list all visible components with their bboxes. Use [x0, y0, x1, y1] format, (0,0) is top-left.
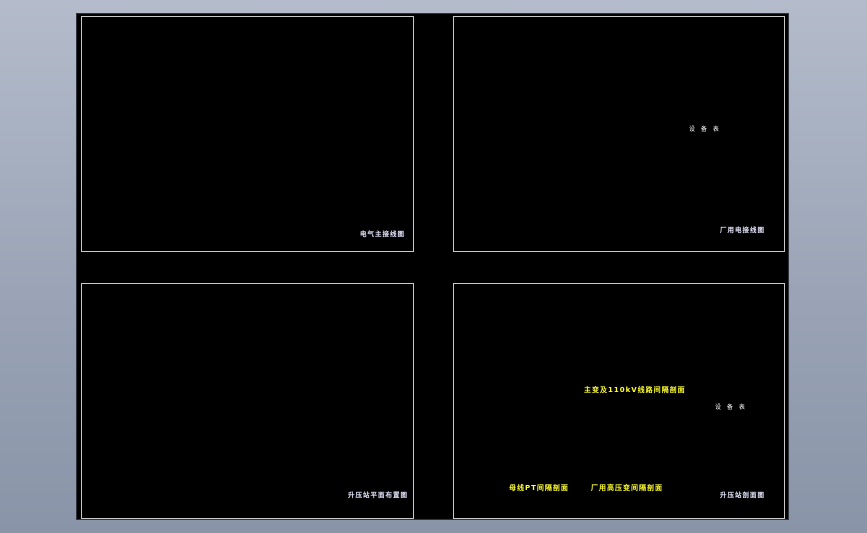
- sheet-electrical-main-wiring[interactable]: [81, 16, 414, 252]
- title-block-sheet-2: 厂用电接线图: [720, 226, 765, 234]
- equipment-table-title-2: 设 备 表: [689, 126, 721, 133]
- title-block-sheet-1: 电气主接线图: [360, 230, 405, 238]
- equipment-table-title-4: 设 备 表: [715, 404, 747, 411]
- caption-bus-pt-section: 母线PT间隔剖面: [509, 484, 569, 492]
- sheet-substation-section[interactable]: [453, 283, 785, 519]
- sheet-substation-plan-layout[interactable]: [81, 283, 414, 519]
- title-block-sheet-4: 升压站剖面图: [720, 491, 765, 499]
- sheet-station-power-wiring[interactable]: [453, 16, 785, 252]
- caption-main-transformer-section: 主变及110kV线路间隔剖面: [584, 386, 686, 394]
- cad-viewport[interactable]: 电气主接线图 厂用电接线图 升压站平面布置图 升压站剖面图 设 备 表 设 备 …: [76, 13, 789, 520]
- title-block-sheet-3: 升压站平面布置图: [348, 491, 408, 499]
- caption-hv-transformer-section: 厂用高压变间隔剖面: [591, 484, 663, 492]
